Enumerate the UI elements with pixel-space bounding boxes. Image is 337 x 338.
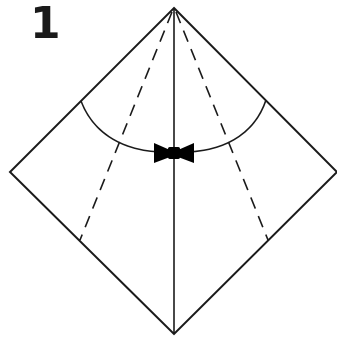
bow-tie-knot [168,147,180,159]
